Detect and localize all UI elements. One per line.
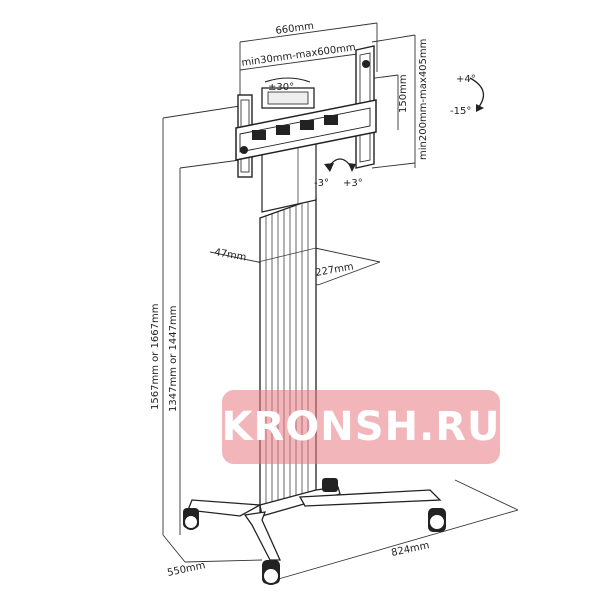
rotate-arrow-icon: [324, 158, 356, 172]
dimension-vesa-height: [371, 34, 416, 169]
label-bracket-height: 150mm: [398, 74, 409, 113]
tilt-arrow-icon: [469, 77, 485, 112]
label-base-depth: 550mm: [166, 560, 206, 579]
label-vesa-width: min30mm-max600mm: [241, 42, 356, 69]
watermark-text: KRONSH.RU: [221, 404, 501, 450]
caster-wheel-front: [262, 560, 280, 585]
caster-wheel-left: [183, 508, 199, 530]
caster-wheel-back: [322, 478, 338, 492]
label-tilt-up: +4°: [456, 74, 476, 85]
swivel-arrow-icon: [264, 77, 311, 83]
label-shelf-depth: 47mm: [213, 247, 247, 263]
watermark-logo: KRONSH.RU: [221, 390, 501, 464]
label-top-width: 660mm: [275, 21, 315, 37]
tv-mount-bracket: [235, 45, 377, 178]
dimension-top-width: [239, 22, 378, 95]
dimension-base-depth: [162, 534, 263, 563]
label-rotate-left: -3°: [314, 178, 329, 189]
label-tilt-down: -15°: [450, 106, 471, 117]
dimension-base-width: [267, 479, 519, 583]
label-base-width: 824mm: [390, 540, 430, 559]
label-shelf-width: 227mm: [315, 261, 355, 279]
label-center-height: 1347mm or 1447mm: [168, 306, 179, 412]
stand-base: [187, 486, 442, 561]
dimension-vesa-width: [239, 51, 373, 71]
label-total-height: 1567mm or 1667mm: [150, 304, 161, 410]
label-swivel: ±30°: [268, 82, 294, 93]
caster-wheel-right: [428, 508, 446, 532]
shelf-outline: [257, 247, 317, 263]
label-rotate-right: +3°: [343, 178, 363, 189]
label-vesa-height: min200mm-max405mm: [418, 39, 429, 160]
dimension-center-height: [179, 159, 241, 535]
dimension-total-height: [162, 105, 241, 535]
